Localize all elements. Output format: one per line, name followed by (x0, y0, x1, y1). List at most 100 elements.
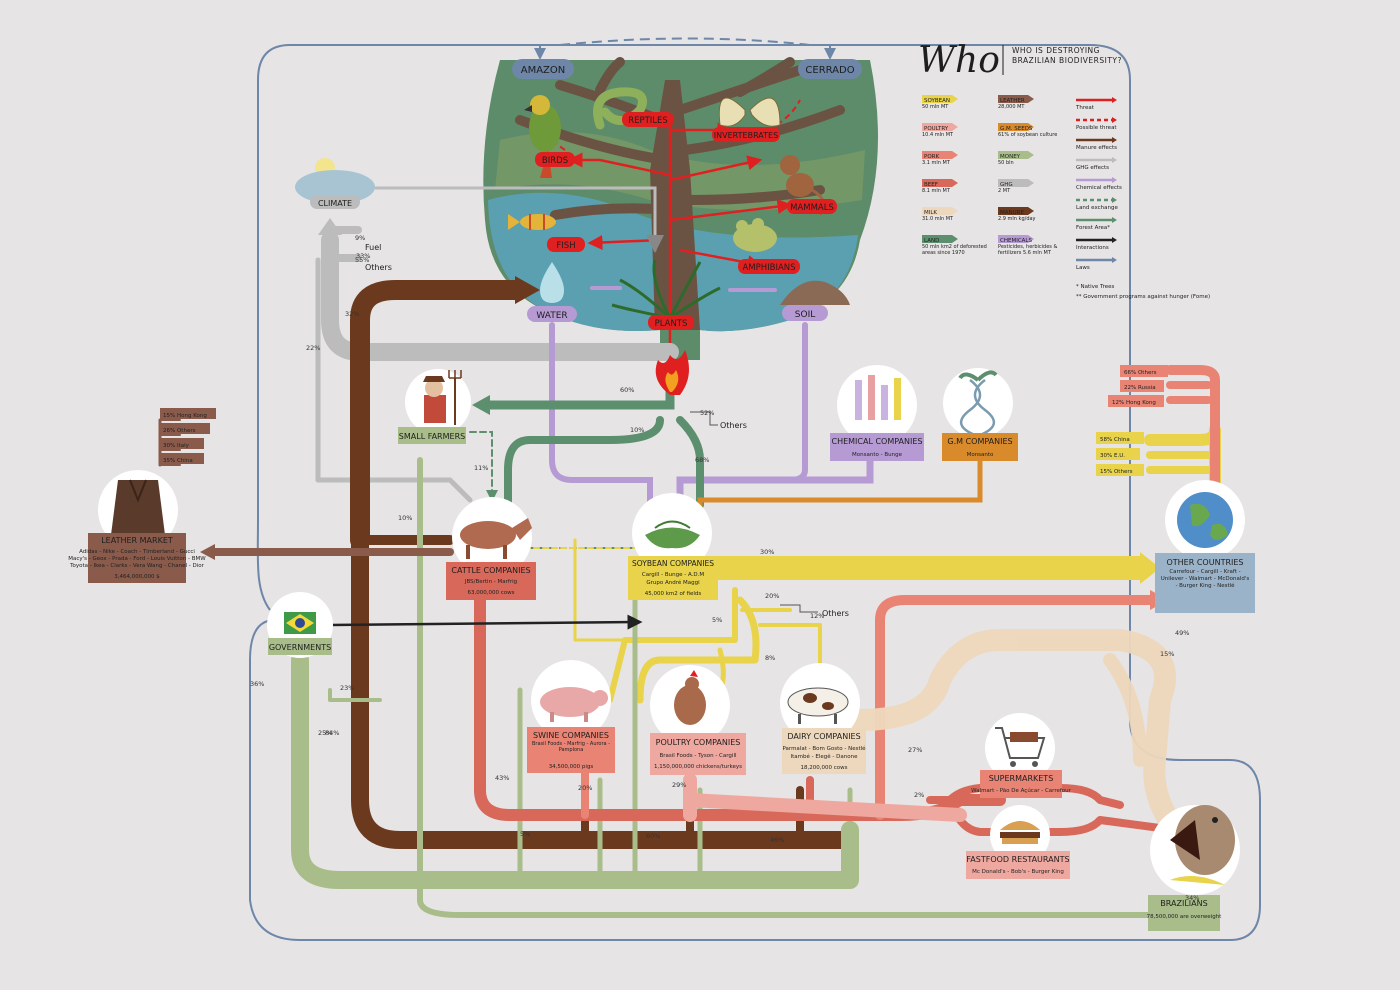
flow-percentage: 23% (340, 684, 354, 692)
flow-percentage: 25% (318, 729, 332, 737)
small-farmers-node: SMALL FARMERS (398, 369, 471, 444)
legend-arrow-label: Possible threat (1076, 125, 1117, 131)
svg-text:63,000,000 cows: 63,000,000 cows (468, 590, 515, 596)
fern-plant-icon (611, 259, 721, 320)
svg-text:MAMMALS: MAMMALS (790, 203, 834, 213)
svg-text:12% Hong Kong: 12% Hong Kong (1112, 400, 1156, 406)
flow-percentage: 60% (646, 832, 660, 840)
flow-percentages: 22%9%55%32%33%11%10%60%10%52%68%30%20%5%… (250, 234, 1199, 902)
amazon-tag: AMAZON (512, 59, 574, 79)
gm-flow (697, 457, 983, 523)
legend-item-value: 50 mln MT (922, 104, 949, 110)
svg-text:Cargill - Bunge - A.D.M: Cargill - Bunge - A.D.M (642, 572, 704, 578)
ecosystem-labels: REPTILES INVERTEBRATES BIRDS MAMMALS FIS… (512, 59, 862, 330)
soy-others-label: Others (822, 609, 849, 618)
svg-text:15% Others: 15% Others (1100, 469, 1133, 475)
legend-item-value: Pesticides, herbicides & fertilizers 5.6… (998, 244, 1058, 256)
flow-percentage: 49% (1175, 629, 1189, 637)
chemicals-flow (549, 286, 874, 509)
plants-tag: PLANTS (648, 315, 694, 330)
svg-text:GOVERNMENTS: GOVERNMENTS (269, 643, 331, 652)
birds-tag: BIRDS (535, 152, 575, 167)
flow-percentage: 36% (250, 680, 264, 688)
dairy-companies-node: DAIRY COMPANIES Parmalat - Bom Gosto - N… (780, 663, 866, 774)
legend-item-value: 61% of soybean culture (998, 132, 1058, 138)
interaction-line (329, 614, 643, 630)
svg-text:PLANTS: PLANTS (655, 319, 688, 329)
legend-item-name: LEATHER (1000, 98, 1025, 104)
svg-text:22% Russia: 22% Russia (1124, 385, 1156, 391)
legend-item-value: 31.0 mln MT (922, 216, 954, 222)
page-subtitle: WHO IS DESTROYING BRAZILIAN BIODIVERSITY… (1012, 46, 1122, 65)
legend-arrowhead (1112, 257, 1117, 263)
legend-arrowhead (1112, 197, 1117, 203)
flow-percentage: 2% (914, 791, 924, 799)
climate-tag: CLIMATE (310, 195, 360, 209)
flow-percentage: 60% (620, 386, 634, 394)
svg-text:Adidas - Nike - Coach - Timber: Adidas - Nike - Coach - Timberland - Guc… (79, 549, 195, 555)
svg-text:AMPHIBIANS: AMPHIBIANS (742, 263, 795, 273)
flow-percentage: 5% (520, 830, 530, 838)
fuel-label: Fuel (365, 243, 381, 252)
legend-swatch (922, 207, 958, 215)
svg-text:66% Others: 66% Others (1124, 370, 1157, 376)
svg-text:CLIMATE: CLIMATE (318, 199, 352, 208)
frog-icon (733, 218, 777, 252)
svg-text:LEATHER MARKET: LEATHER MARKET (101, 536, 173, 545)
legend-arrow-label: Interactions (1076, 245, 1109, 251)
flow-percentage: 52% (700, 409, 714, 417)
legend-item-name: BEEF (924, 182, 938, 188)
legend-arrowhead (1112, 157, 1117, 163)
svg-text:Mc Donald's - Bob's - Burger K: Mc Donald's - Bob's - Burger King (972, 869, 1064, 875)
legend-arrow-label: GHG effects (1076, 165, 1109, 171)
legend-arrow-label: Manure effects (1076, 145, 1117, 151)
svg-text:30% E.U.: 30% E.U. (1100, 453, 1125, 459)
manure-flow (350, 276, 859, 849)
governments-node: GOVERNMENTS (267, 592, 333, 658)
flow-percentage: 46% (770, 836, 784, 844)
soil-tag: SOIL (782, 305, 828, 321)
export-yellow-tags: 58% China 30% E.U. 15% Others (1096, 432, 1144, 476)
flow-percentage: 34% (1185, 894, 1199, 902)
legend-arrowhead (1112, 97, 1117, 103)
svg-text:78,500,000 are overweight: 78,500,000 are overweight (1147, 914, 1223, 920)
svg-text:Itambé - Elegê - Danone: Itambé - Elegê - Danone (791, 753, 859, 760)
chemical-companies-node: CHEMICAL COMPANIES Monsanto - Bunge (830, 365, 924, 461)
water-drop-icon (540, 262, 564, 303)
svg-text:26% Others: 26% Others (163, 428, 196, 434)
flow-percentage: 84% (325, 729, 339, 737)
water-tag: WATER (527, 306, 577, 322)
svg-text:Macy's - Geox - Prada - Ford -: Macy's - Geox - Prada - Ford - Louis Vui… (68, 556, 206, 562)
svg-text:CHEMICAL COMPANIES: CHEMICAL COMPANIES (831, 437, 922, 446)
swine-companies-node: SWINE COMPANIES Brasil Foods - Marfrig -… (527, 660, 615, 773)
legend-swatch (922, 95, 958, 103)
mammals-tag: MAMMALS (787, 199, 837, 214)
svg-text:INVERTEBRATES: INVERTEBRATES (714, 131, 778, 140)
legend-item-value: 50 mln km2 of deforested areas since 197… (922, 244, 987, 256)
supermarkets-node: SUPERMARKETS Walmart - Pão De Açúcar - C… (971, 713, 1072, 798)
svg-text:Toyota - Ikea - Clarks - Vera: Toyota - Ikea - Clarks - Vera Wang - Cha… (69, 563, 205, 569)
legend-swatch (998, 235, 1034, 243)
thin-connectors (690, 411, 818, 613)
amphibians-tag: AMPHIBIANS (738, 259, 800, 274)
leather-market-node: LEATHER MARKET Adidas - Nike - Coach - T… (68, 470, 206, 583)
brazilians-node: BRAZILIANS 78,500,000 are overweight (1147, 805, 1240, 931)
legend-arrowhead (1112, 237, 1117, 243)
legend-item-value: 50 bln (998, 160, 1014, 166)
legend-swatch (998, 179, 1034, 187)
snake-icon (593, 87, 647, 130)
svg-text:35% China: 35% China (163, 458, 193, 464)
flow-percentage: 43% (495, 774, 509, 782)
svg-text:G.M COMPANIES: G.M COMPANIES (947, 437, 1012, 446)
laws-lines (249, 37, 1261, 941)
svg-text:FASTFOOD RESTAURANTS: FASTFOOD RESTAURANTS (966, 855, 1069, 864)
svg-text:1,150,000,000 chickens/turkeys: 1,150,000,000 chickens/turkeys (654, 764, 742, 770)
svg-text:CERRADO: CERRADO (805, 65, 854, 76)
legend-note: ** Government programs against hunger (F… (1076, 294, 1210, 300)
leather-export-tags: 15% Hong Kong 26% Others 30% Italy 35% C… (160, 408, 216, 464)
svg-text:REPTILES: REPTILES (628, 116, 668, 126)
legend-arrowhead (1112, 217, 1117, 223)
flow-percentage: 27% (908, 746, 922, 754)
legend-item-value: 8.1 mln MT (922, 188, 950, 194)
legend-swatch (922, 151, 958, 159)
